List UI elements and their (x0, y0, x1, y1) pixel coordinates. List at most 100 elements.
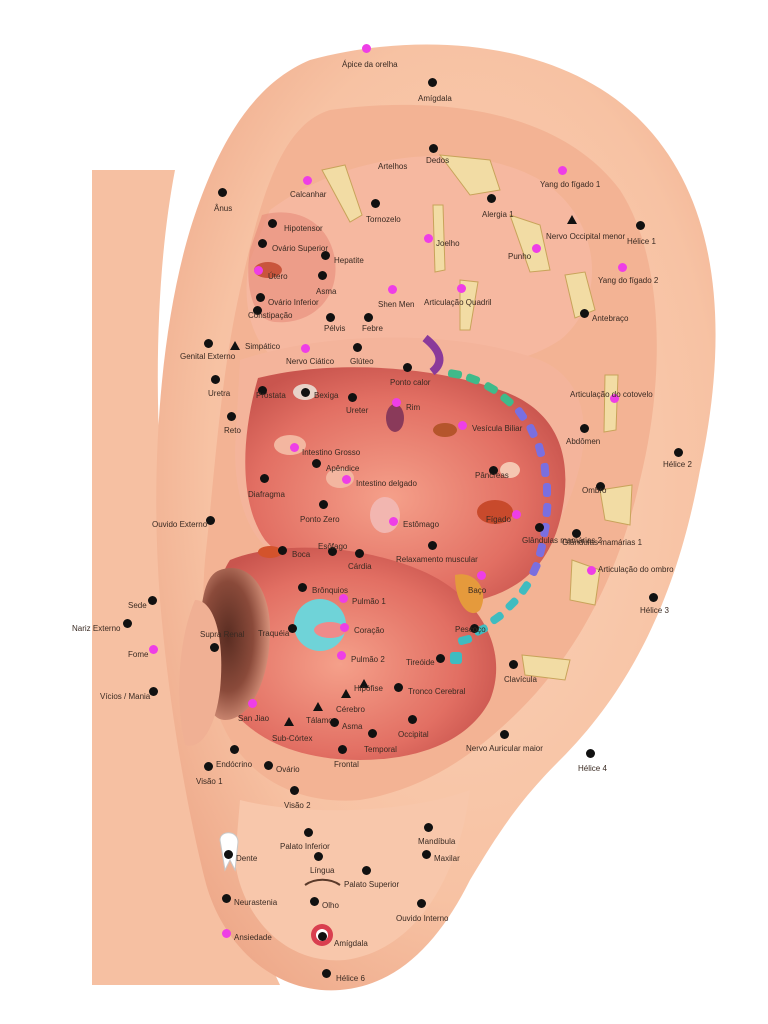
point-marker-dot (416, 898, 426, 908)
point-label: Pescoço (455, 625, 486, 634)
point-label: Artelhos (378, 162, 408, 171)
point-marker-triangle (230, 341, 240, 350)
point-label: Febre (362, 324, 383, 333)
point-marker-dot (361, 865, 371, 875)
point-marker-dot (354, 548, 364, 558)
point-label: Reto (224, 426, 241, 435)
point-marker-dot (223, 849, 233, 859)
point-label: Punho (508, 252, 532, 261)
point-label: Nervo Occipital menor (546, 232, 626, 241)
point-label: Hipófise (354, 684, 383, 693)
point-marker-dot (277, 545, 287, 555)
point-marker-dot (321, 968, 331, 978)
point-label: Clavícula (504, 675, 537, 684)
point-marker-dot (289, 442, 299, 452)
point-marker-dot (585, 748, 595, 758)
point-marker-dot (595, 481, 605, 491)
point-label: Esôfago (318, 542, 348, 551)
point-label: Ouvido Externo (152, 520, 208, 529)
point-label: Intestino Grosso (302, 448, 361, 457)
point-marker-dot (303, 827, 313, 837)
point-marker-dot (387, 284, 397, 294)
point-marker-dot (347, 392, 357, 402)
point-marker-dot (393, 682, 403, 692)
point-label: Hélice 2 (663, 460, 692, 469)
point-label: Útero (268, 272, 288, 281)
point-marker-dot (617, 262, 627, 272)
point-label: Nariz Externo (72, 624, 121, 633)
point-label: Pélvis (324, 324, 346, 333)
point-label: Visão 2 (284, 801, 311, 810)
point-label: Amígdala (418, 94, 452, 103)
point-marker-dot (456, 283, 466, 293)
point-marker-dot (609, 393, 619, 403)
point-marker-dot (148, 644, 158, 654)
point-marker-triangle (341, 689, 351, 698)
point-label: Ponto calor (390, 378, 431, 387)
point-marker-dot (313, 851, 323, 861)
point-label: Glândulas mamárias 1 (562, 538, 643, 547)
point-label: Hepatite (334, 256, 364, 265)
point-label: Dente (236, 854, 258, 863)
point-marker-dot (363, 312, 373, 322)
point-label: Traquéia (258, 629, 290, 638)
point-label: Articulação do ombro (598, 565, 674, 574)
point-label: Rim (406, 403, 421, 412)
point-marker-dot (435, 653, 445, 663)
cymba-concha (245, 367, 566, 606)
point-marker-dot (221, 928, 231, 938)
point-marker-dot (257, 385, 267, 395)
point-label: Yang do fígado 1 (540, 180, 601, 189)
point-marker-dot (317, 931, 327, 941)
spine-illustration (422, 334, 552, 664)
point-marker-dot (336, 650, 346, 660)
point-marker-dot (402, 362, 412, 372)
point-label: Ansiedade (234, 933, 272, 942)
point-marker-dot (229, 744, 239, 754)
point-label: Tálamo (306, 716, 333, 725)
point-label: Baço (468, 586, 487, 595)
point-label: Ouvido Interno (396, 914, 449, 923)
point-label: Ureter (346, 406, 369, 415)
point-label: Alergia 1 (482, 210, 514, 219)
point-label: Vícios / Mania (100, 692, 151, 701)
point-label: Asma (342, 722, 363, 731)
point-marker-dot (148, 686, 158, 696)
point-marker-dot (508, 659, 518, 669)
point-marker-dot (370, 198, 380, 208)
point-label: Estômago (403, 520, 440, 529)
point-marker-dot (579, 308, 589, 318)
point-label: Olho (322, 901, 339, 910)
point-marker-dot (147, 595, 157, 605)
point-marker-dot (476, 570, 486, 580)
point-marker-dot (122, 618, 132, 628)
point-label: Ombro (582, 486, 607, 495)
point-marker-dot (586, 565, 596, 575)
point-marker-dot (263, 760, 273, 770)
point-marker-dot (428, 143, 438, 153)
point-marker-dot (423, 233, 433, 243)
point-marker-dot (341, 474, 351, 484)
point-label: Supra Renal (200, 630, 245, 639)
point-marker-dot (571, 528, 581, 538)
point-marker-dot (210, 374, 220, 384)
point-label: Simpático (245, 342, 281, 351)
point-label: Joelho (436, 239, 460, 248)
point-marker-dot (673, 447, 683, 457)
point-marker-dot (203, 338, 213, 348)
point-marker-dot (300, 343, 310, 353)
point-marker-dot (391, 397, 401, 407)
point-label: Hélice 3 (640, 606, 669, 615)
point-label: Pâncreas (475, 471, 509, 480)
point-label: Tireóide (406, 658, 435, 667)
point-marker-dot (407, 714, 417, 724)
point-label: Cérebro (336, 705, 365, 714)
point-marker-dot (317, 270, 327, 280)
point-label: Hélice 4 (578, 764, 607, 773)
point-marker-dot (287, 623, 297, 633)
point-marker-dot (297, 582, 307, 592)
point-label: Tronco Cerebral (408, 687, 466, 696)
cavum-concha (212, 547, 497, 760)
point-label: Ovário Superior (272, 244, 329, 253)
point-marker-dot (486, 193, 496, 203)
